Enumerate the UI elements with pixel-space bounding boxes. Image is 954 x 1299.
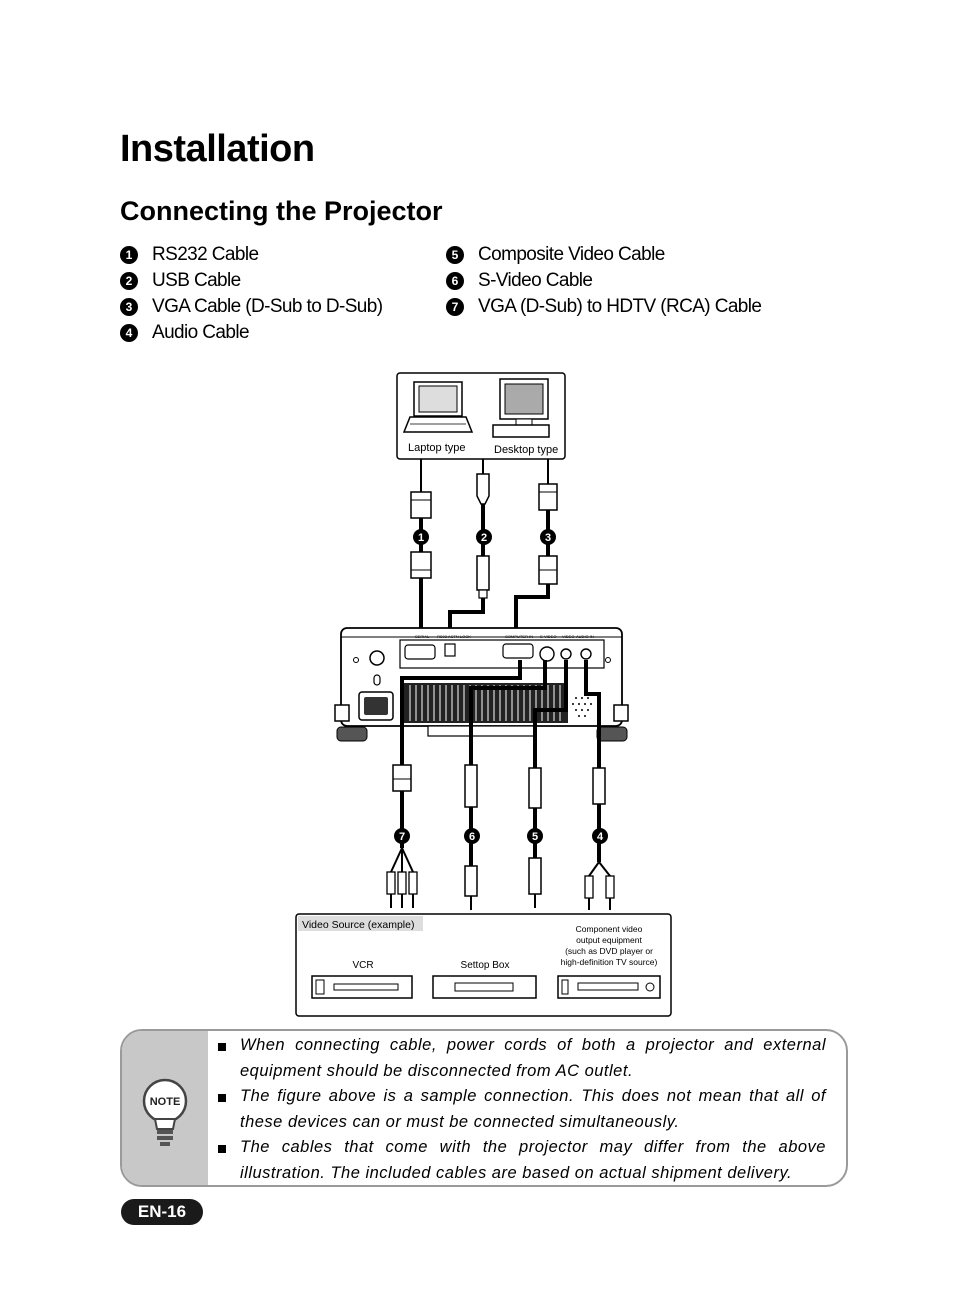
video-source-box: Video Source (example) VCR Settop Box Co… (295, 913, 672, 1017)
cable-item: 4 Audio Cable (120, 320, 382, 346)
cable-item: 7 VGA (D-Sub) to HDTV (RCA) Cable (446, 294, 762, 320)
cable-label: USB Cable (152, 270, 241, 291)
dvd-player-icon (557, 975, 661, 999)
port-label: VIDEO (562, 634, 574, 639)
note-sidebar: NOTE (122, 1031, 208, 1185)
cable-item: 2 USB Cable (120, 268, 382, 294)
marker-label: 1 (418, 532, 424, 544)
cable-markers: 1 2 3 7 6 5 4 (394, 529, 608, 844)
note-lightbulb-icon: NOTE (142, 1078, 188, 1146)
port-label: SERIAL (415, 634, 430, 639)
note-list: When connecting cable, power cords of bo… (218, 1033, 826, 1185)
cable-label: RS232 Cable (152, 244, 259, 265)
cable-item: 5 Composite Video Cable (446, 242, 761, 268)
cable-item: 1 RS232 Cable (120, 242, 382, 268)
cable-label: VGA Cable (D-Sub to D-Sub) (152, 296, 383, 317)
marker-label: 3 (545, 532, 551, 544)
note-item: The figure above is a sample connection.… (218, 1084, 826, 1135)
desktop-label: Desktop type (494, 444, 558, 456)
cable-label: S-Video Cable (478, 270, 593, 291)
cable-label: Composite Video Cable (478, 244, 665, 265)
component-label-line: (such as DVD player or (565, 946, 653, 956)
settop-box-icon (432, 975, 537, 999)
cable-number-badge: 3 (120, 298, 138, 316)
port-label: AUDIO IN (576, 634, 594, 639)
marker-label: 6 (469, 831, 475, 843)
video-source-label: Video Source (example) (302, 919, 414, 931)
page-title: Installation (120, 128, 315, 170)
port-label: S-VIDEO (540, 634, 556, 639)
cable-number-badge: 6 (446, 272, 464, 290)
note-box: NOTE When connecting cable, power cords … (120, 1029, 848, 1187)
settop-label: Settop Box (461, 960, 510, 971)
marker-label: 7 (399, 831, 405, 843)
note-item: The cables that come with the projector … (218, 1135, 826, 1185)
component-label-line: output equipment (576, 935, 642, 945)
vent-grille (409, 685, 561, 721)
port-label: COMPUTER IN (505, 634, 533, 639)
laptop-icon (402, 381, 474, 433)
note-item: When connecting cable, power cords of bo… (218, 1033, 826, 1084)
cable-item: 3 VGA Cable (D-Sub to D-Sub) (120, 294, 383, 320)
vcr-label: VCR (352, 960, 373, 971)
component-label-line: Component video (576, 924, 643, 934)
section-title: Connecting the Projector (120, 196, 443, 226)
cable-list-left: 1 RS232 Cable 2 USB Cable 3 VGA Cable (D-Su… (120, 242, 383, 346)
cable-label: VGA (D-Sub) to HDTV (RCA) Cable (478, 296, 762, 317)
vcr-icon (311, 975, 413, 999)
desktop-icon (492, 378, 550, 438)
port-label: RS03 ACTN LOCK (437, 634, 471, 639)
cable-number-badge: 4 (120, 324, 138, 342)
top-cables (410, 459, 558, 648)
cable-number-badge: 5 (446, 246, 464, 264)
cable-number-badge: 2 (120, 272, 138, 290)
marker-label: 4 (597, 831, 604, 843)
cable-number-badge: 1 (120, 246, 138, 264)
connection-diagram: Laptop type Desktop type (295, 372, 672, 1017)
computer-box: Laptop type Desktop type (396, 372, 566, 460)
cable-item: 6 S-Video Cable (446, 268, 761, 294)
component-label-line: high-definition TV source) (561, 957, 658, 967)
marker-label: 5 (532, 831, 538, 843)
marker-label: 2 (481, 532, 487, 544)
cable-label: Audio Cable (152, 322, 250, 343)
page-number-badge: EN-16 (121, 1199, 203, 1225)
cable-number-badge: 7 (446, 298, 464, 316)
note-icon-label: NOTE (150, 1096, 181, 1108)
laptop-label: Laptop type (408, 442, 466, 454)
speaker-grille (572, 697, 592, 717)
